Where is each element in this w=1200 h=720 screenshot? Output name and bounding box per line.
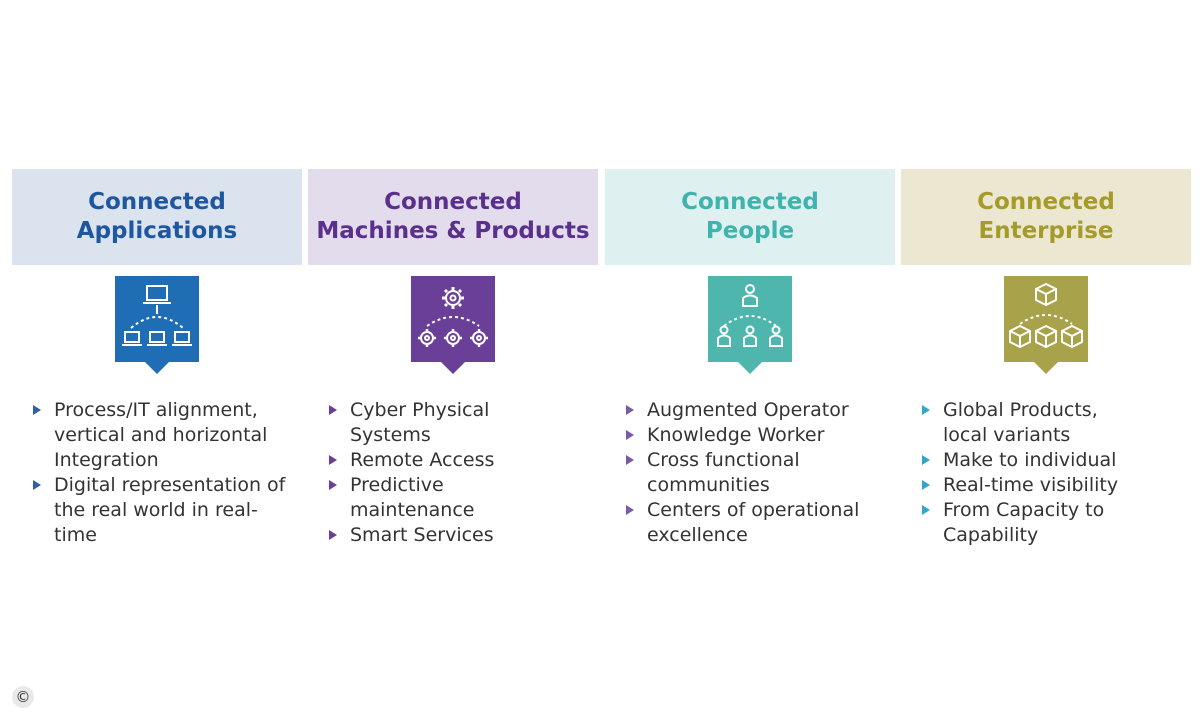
bullet-arrow-icon bbox=[626, 455, 634, 465]
bullet-text-line: Process/IT alignment, bbox=[54, 399, 258, 421]
column-header: Connected People bbox=[605, 169, 895, 265]
bullet-item: Augmented Operator bbox=[621, 398, 901, 423]
column-title-line1: Connected bbox=[384, 189, 522, 215]
column-title-line1: Connected bbox=[88, 189, 226, 215]
bullet-arrow-icon bbox=[329, 405, 337, 415]
bullet-arrow-icon bbox=[922, 480, 930, 490]
bullet-text-line: vertical and horizontal bbox=[54, 424, 268, 446]
column-title-line2: People bbox=[705, 218, 795, 244]
bullet-arrow-icon bbox=[33, 480, 41, 490]
bullet-text-line: Systems bbox=[350, 424, 431, 446]
column-connected-applications: Connected Applications P bbox=[12, 169, 302, 569]
bullet-arrow-icon bbox=[329, 480, 337, 490]
column-title-line1: Connected bbox=[977, 189, 1115, 215]
bullet-text-line: Cyber Physical bbox=[350, 399, 490, 421]
column-title-line1: Connected bbox=[681, 189, 819, 215]
bullet-item: Real-time visibility bbox=[917, 473, 1197, 498]
column-header: Connected Applications bbox=[12, 169, 302, 265]
pillars-diagram: Connected Applications P bbox=[0, 169, 1200, 569]
cubes-icon bbox=[1004, 276, 1088, 376]
bullet-list: Process/IT alignment, vertical and horizo… bbox=[28, 398, 308, 548]
bullet-item: Process/IT alignment, vertical and horizo… bbox=[28, 398, 308, 473]
bullet-item: Cross functional communities bbox=[621, 448, 901, 498]
bullet-text-line: Remote Access bbox=[350, 449, 495, 471]
gears-icon bbox=[411, 276, 495, 376]
column-title-line2: Applications bbox=[76, 218, 238, 244]
bullet-arrow-icon bbox=[329, 455, 337, 465]
network-computers-icon bbox=[115, 276, 199, 376]
bullet-item: Predictive maintenance bbox=[324, 473, 604, 523]
bullet-item: Global Products, local variants bbox=[917, 398, 1197, 448]
bullet-arrow-icon bbox=[626, 405, 634, 415]
bullet-text-line: Augmented Operator bbox=[647, 399, 849, 421]
bullet-text-line: the real world in real- bbox=[54, 499, 258, 521]
bullet-item: Remote Access bbox=[324, 448, 604, 473]
bullet-text-line: Global Products, bbox=[943, 399, 1098, 421]
bullet-arrow-icon bbox=[922, 455, 930, 465]
bullet-text-line: excellence bbox=[647, 524, 748, 546]
bullet-text-line: time bbox=[54, 524, 97, 546]
bullet-item: Centers of operational excellence bbox=[621, 498, 901, 548]
column-header: Connected Enterprise bbox=[901, 169, 1191, 265]
bullet-arrow-icon bbox=[33, 405, 41, 415]
bullet-text-line: Centers of operational bbox=[647, 499, 860, 521]
column-connected-machines-products: Connected Machines & Products bbox=[308, 169, 598, 569]
bullet-arrow-icon bbox=[329, 530, 337, 540]
column-title-line2: Machines & Products bbox=[316, 218, 590, 244]
bullet-text-line: Make to individual bbox=[943, 449, 1117, 471]
bullet-text-line: Predictive bbox=[350, 474, 444, 496]
column-header: Connected Machines & Products bbox=[308, 169, 598, 265]
bullet-item: Knowledge Worker bbox=[621, 423, 901, 448]
bullet-text-line: Smart Services bbox=[350, 524, 494, 546]
bullet-text-line: Digital representation of bbox=[54, 474, 286, 496]
people-hierarchy-icon bbox=[708, 276, 792, 376]
bullet-text-line: Knowledge Worker bbox=[647, 424, 825, 446]
bullet-text-line: Integration bbox=[54, 449, 159, 471]
bullet-item: Smart Services bbox=[324, 523, 604, 548]
bullet-text-line: local variants bbox=[943, 424, 1071, 446]
column-title-line2: Enterprise bbox=[978, 218, 1114, 244]
column-connected-enterprise: Connected Enterprise Global Product bbox=[901, 169, 1191, 569]
bullet-item: Make to individual bbox=[917, 448, 1197, 473]
bullet-text-line: Cross functional bbox=[647, 449, 800, 471]
bullet-text-line: communities bbox=[647, 474, 770, 496]
bullet-text-line: Capability bbox=[943, 524, 1039, 546]
bullet-arrow-icon bbox=[626, 505, 634, 515]
column-connected-people: Connected People Augmented Operator bbox=[605, 169, 895, 569]
bullet-text-line: Real-time visibility bbox=[943, 474, 1119, 496]
bullet-arrow-icon bbox=[922, 405, 930, 415]
bullet-text-line: From Capacity to bbox=[943, 499, 1105, 521]
bullet-text-line: maintenance bbox=[350, 499, 475, 521]
copyright-badge: © bbox=[12, 686, 34, 708]
bullet-arrow-icon bbox=[626, 430, 634, 440]
bullet-item: Digital representation of the real world … bbox=[28, 473, 308, 548]
bullet-item: From Capacity to Capability bbox=[917, 498, 1197, 548]
bullet-arrow-icon bbox=[922, 505, 930, 515]
